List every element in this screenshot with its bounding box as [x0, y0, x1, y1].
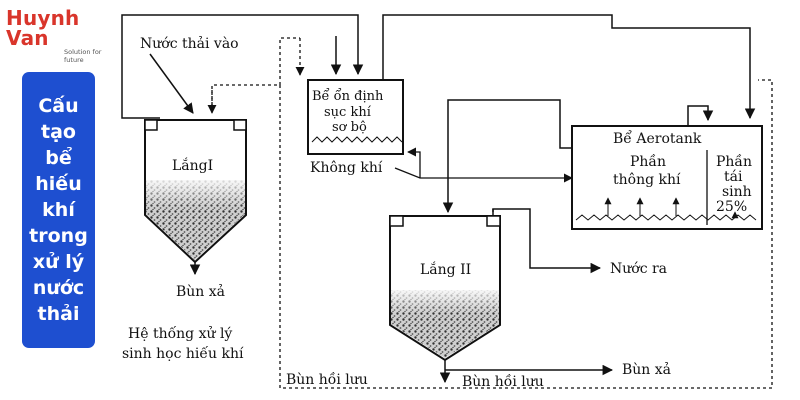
aeration-label-2: thông khí	[613, 172, 681, 188]
settling-tank-2: Lắng II	[389, 215, 501, 362]
side-title-panel: Cấu tạo bể hiếu khí trong xử lý nước thả…	[22, 72, 95, 348]
equalization-label-1: Bể ổn định	[312, 88, 384, 104]
aerotank-label: Bể Aerotank	[613, 129, 702, 147]
settling-tank-2-label: Lắng II	[420, 260, 471, 278]
regen-label-1: Phần	[716, 153, 752, 170]
equalization-to-aerotank-line	[382, 14, 756, 120]
aerotank-recirculation-arrow	[687, 105, 714, 126]
influent-label: Nước thải vào	[140, 35, 239, 52]
settling-tank-1-label: LắngI	[172, 156, 213, 174]
aeration-label-1: Phần	[630, 153, 666, 170]
effluent-arrow	[492, 208, 602, 274]
system-caption-line-1: Hệ thống xử lý	[128, 325, 232, 342]
equalization-basin: Bể ổn định sục khí sơ bộ	[307, 79, 404, 155]
regen-label-4: 25%	[716, 199, 747, 215]
aerotank: Bể Aerotank Phần thông khí Phần tái sinh…	[571, 125, 763, 230]
regen-label-3: sinh	[722, 184, 752, 200]
return-sludge-bottom-label: Bùn hồi lưu	[462, 373, 544, 390]
brand-logo: Huynh Van Solution for future	[6, 8, 118, 64]
settling-tank-1: LắngI	[144, 119, 247, 264]
air-label: Không khí	[310, 160, 383, 176]
overflow-to-equalization-line	[121, 14, 364, 119]
dashed-return-loop	[279, 79, 773, 389]
brand-name: Huynh Van	[6, 6, 80, 50]
regen-label-2: tái	[724, 169, 743, 185]
effluent-label: Nước ra	[610, 261, 667, 277]
equalization-label-3: sơ bộ	[332, 120, 367, 135]
aerotank-to-settling2-line	[442, 99, 572, 214]
sludge-discharge-2-label: Bùn xả	[622, 361, 671, 378]
brand-tagline: Solution for future	[64, 48, 102, 64]
influent-arrow	[149, 53, 194, 114]
air-to-equalization-arrow	[407, 147, 421, 178]
air-line-main	[394, 167, 448, 179]
equalization-label-2: sục khí	[324, 105, 372, 120]
return-sludge-left-label: Bùn hồi lưu	[286, 371, 368, 388]
system-caption-line-2: sinh học hiếu khí	[122, 345, 244, 362]
sludge-discharge-1-label: Bùn xả	[176, 283, 225, 300]
side-title-text: Cấu tạo bể hiếu khí trong xử lý nước thả…	[29, 95, 88, 325]
